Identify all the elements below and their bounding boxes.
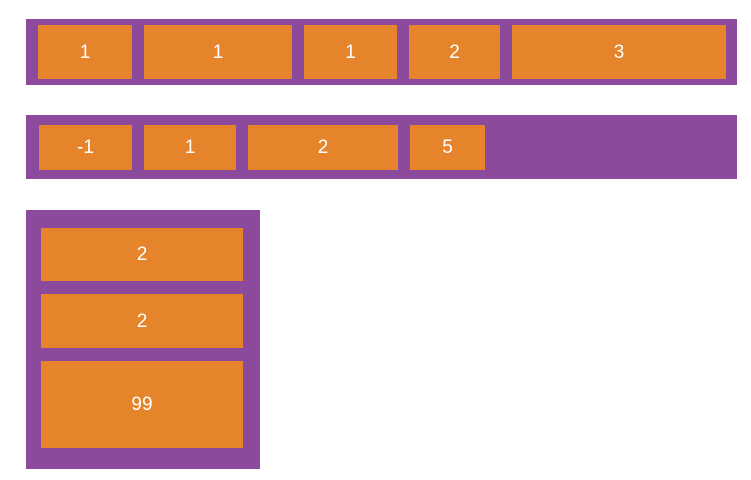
- array-column-3-container: 2 2 99: [26, 210, 260, 469]
- array-row-2-cell-2[interactable]: 2: [248, 124, 398, 170]
- array-row-1-container: 1 1 1 2 3: [26, 19, 737, 85]
- array-row-1-cell-4[interactable]: 3: [512, 25, 726, 79]
- array-row-1-cell-3[interactable]: 2: [409, 25, 500, 79]
- array-column-3-cell-1[interactable]: 2: [41, 294, 243, 348]
- array-column-3-cell-0[interactable]: 2: [41, 228, 243, 281]
- array-row-2-cell-3[interactable]: 5: [410, 124, 485, 170]
- array-row-1-cell-1[interactable]: 1: [144, 25, 292, 79]
- array-row-2-container: -1 1 2 5: [26, 115, 737, 179]
- array-row-1-cell-2[interactable]: 1: [304, 25, 397, 79]
- array-row-2-cell-1[interactable]: 1: [144, 124, 236, 170]
- array-row-2-cell-0[interactable]: -1: [39, 124, 132, 170]
- array-column-3-cell-2[interactable]: 99: [41, 361, 243, 448]
- array-row-1-cell-0[interactable]: 1: [38, 25, 132, 79]
